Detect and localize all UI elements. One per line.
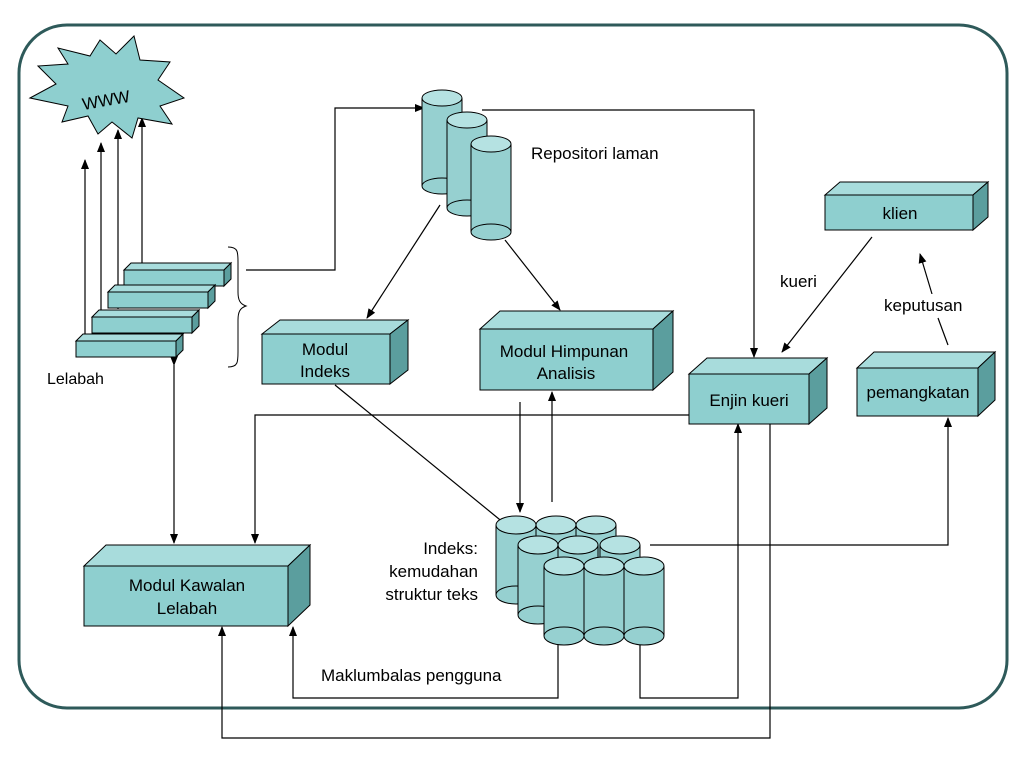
indexes-to-ranking-arrow — [650, 417, 952, 546]
index-cylinder-8 — [583, 556, 625, 646]
spider-brace — [227, 246, 248, 368]
spider-page-4 — [122, 261, 233, 288]
ranking-box: pemangkatan — [855, 350, 997, 418]
indexes-label-line1: Indeks: — [423, 539, 478, 558]
analysis-module-label-line1: Modul Himpunan — [500, 342, 629, 361]
query-edge-label: kueri — [780, 272, 817, 291]
ranking-to-client-arrow-lower — [937, 317, 949, 346]
spider-page-3 — [106, 283, 217, 310]
repository-to-query-engine-arrow — [482, 109, 758, 358]
repository-to-index-module-arrow — [366, 204, 441, 319]
query-engine-to-crawl-control-arrow — [251, 414, 689, 544]
repository-to-analysis-module-arrow — [504, 239, 561, 311]
indexes-to-query-engine-arrow — [639, 423, 742, 699]
spider-page-1 — [74, 332, 185, 359]
connectors — [81, 104, 952, 739]
analysis-module-box: Modul Himpunan Analisis — [478, 309, 675, 392]
www-cloud: WWW — [28, 35, 186, 139]
index-cylinder-7 — [543, 556, 585, 646]
indexes-label-line2: kemudahan — [389, 562, 478, 581]
ranking-to-client-arrow-upper — [918, 253, 933, 295]
decision-label-bg — [880, 294, 984, 316]
www-starburst-shape — [28, 35, 186, 139]
client-label: klien — [883, 204, 918, 223]
indexes-label-line3: struktur teks — [385, 585, 478, 604]
index-cylinder-9 — [623, 556, 665, 646]
repository-cylinders: Repositori laman — [421, 89, 659, 241]
index-module-box: Modul Indeks — [260, 318, 410, 386]
repository-cylinder-3 — [470, 135, 512, 241]
spider-stack: Lelabah — [47, 246, 248, 388]
decision-edge-label: keputusan — [884, 296, 962, 315]
ranking-label: pemangkatan — [866, 383, 969, 402]
crawl-control-box: Modul Kawalan Lelabah — [82, 543, 312, 628]
spider-page-2 — [90, 308, 201, 335]
crawl-control-label-line2: Lelabah — [157, 599, 218, 618]
spider-label: Lelabah — [47, 371, 104, 388]
query-engine-loop-to-crawl-control-arrow — [218, 424, 771, 739]
index-module-label-line1: Modul — [302, 340, 348, 359]
spider-to-repository-arrow — [246, 104, 425, 271]
index-module-label-line2: Indeks — [300, 362, 350, 381]
analysis-module-label-line2: Analisis — [537, 364, 596, 383]
crawl-control-label-line1: Modul Kawalan — [129, 576, 245, 595]
client-to-query-engine-arrow — [781, 236, 873, 353]
query-engine-label: Enjin kueri — [709, 391, 788, 410]
user-feedback-arrow — [289, 626, 559, 699]
user-feedback-label: Maklumbalas pengguna — [321, 666, 502, 685]
index-module-to-indexes-arrow — [334, 384, 511, 529]
client-box: klien — [823, 180, 990, 232]
query-engine-box: Enjin kueri — [687, 356, 829, 426]
repository-label: Repositori laman — [531, 144, 659, 163]
indexes-cylinders — [495, 515, 665, 646]
